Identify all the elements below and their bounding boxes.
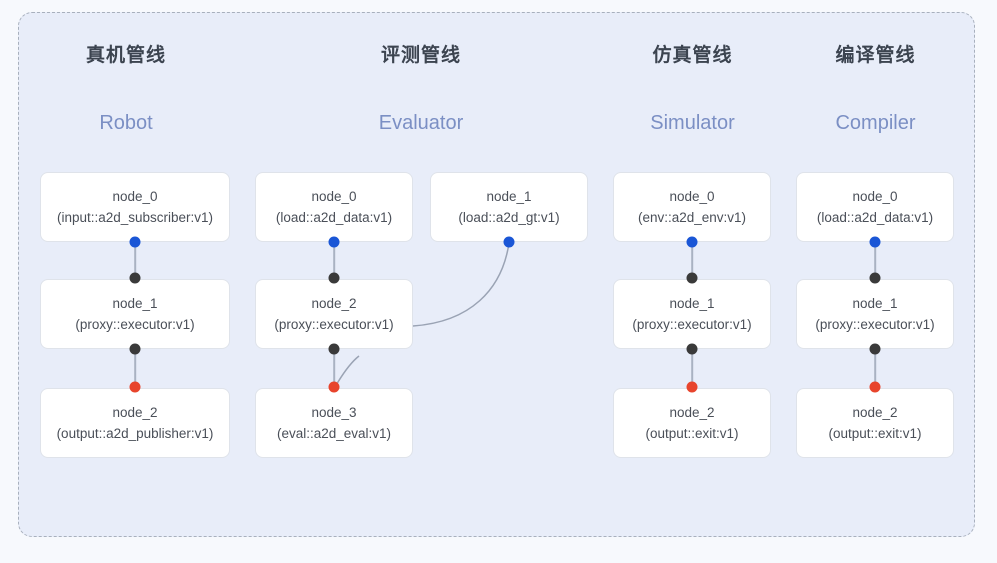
node-name: node_3: [311, 404, 357, 420]
node-name: node_1: [669, 295, 715, 311]
node-link: [874, 242, 876, 278]
column-title-evaluator: 评测管线: [380, 45, 461, 66]
node-link: [691, 242, 693, 278]
connector-dot-middle: [869, 272, 881, 284]
node-link: [333, 242, 335, 278]
node-name: node_0: [311, 188, 357, 204]
node-detail: (proxy::executor:v1): [815, 316, 935, 332]
connector-dot-input: [686, 236, 698, 248]
connector-dot-middle: [686, 343, 698, 355]
connector-dot-output: [686, 381, 698, 393]
column-subtitle-compiler: Compiler: [835, 112, 916, 134]
node-detail: (eval::a2d_eval:v1): [276, 425, 392, 441]
node-name: node_1: [852, 295, 898, 311]
connector-dot-input: [328, 236, 340, 248]
connector-dot-middle: [129, 272, 141, 284]
node-detail: (load::a2d_data:v1): [275, 209, 393, 225]
connector-dot-middle: [129, 343, 141, 355]
node-link: [134, 349, 136, 387]
connector-dot-output: [129, 381, 141, 393]
column-title-compiler: 编译管线: [835, 45, 916, 66]
connector-dot-output: [328, 381, 340, 393]
node-box[interactable]: node_2 (output::exit:v1): [613, 388, 771, 458]
node-name: node_2: [311, 295, 357, 311]
node-link: [874, 349, 876, 387]
node-name: node_2: [852, 404, 898, 420]
node-name: node_1: [112, 295, 158, 311]
connector-dot-output: [869, 381, 881, 393]
node-detail: (proxy::executor:v1): [632, 316, 752, 332]
node-detail: (load::a2d_data:v1): [816, 209, 934, 225]
connector-dot-middle: [328, 343, 340, 355]
column-title-simulator: 仿真管线: [652, 45, 733, 66]
column-title-robot: 真机管线: [85, 45, 166, 66]
node-detail: (load::a2d_gt:v1): [458, 209, 560, 225]
node-box[interactable]: node_0 (env::a2d_env:v1): [613, 172, 771, 242]
node-detail: (env::a2d_env:v1): [637, 209, 747, 225]
node-box[interactable]: node_1 (proxy::executor:v1): [613, 279, 771, 349]
node-detail: (output::a2d_publisher:v1): [56, 425, 214, 441]
diagram-frame: [18, 12, 975, 537]
node-box[interactable]: node_3 (eval::a2d_eval:v1): [255, 388, 413, 458]
node-box[interactable]: node_0 (load::a2d_data:v1): [796, 172, 954, 242]
connector-dot-middle: [869, 343, 881, 355]
node-name: node_2: [112, 404, 158, 420]
node-box[interactable]: node_1 (proxy::executor:v1): [40, 279, 230, 349]
node-box[interactable]: node_2 (output::exit:v1): [796, 388, 954, 458]
node-box[interactable]: node_2 (proxy::executor:v1): [255, 279, 413, 349]
connector-dot-middle: [686, 272, 698, 284]
node-box[interactable]: node_0 (input::a2d_subscriber:v1): [40, 172, 230, 242]
node-box[interactable]: node_2 (output::a2d_publisher:v1): [40, 388, 230, 458]
column-subtitle-simulator: Simulator: [650, 112, 735, 134]
node-box[interactable]: node_0 (load::a2d_data:v1): [255, 172, 413, 242]
node-detail: (output::exit:v1): [645, 425, 739, 441]
column-subtitle-robot: Robot: [99, 112, 153, 134]
node-name: node_0: [852, 188, 898, 204]
node-name: node_0: [669, 188, 715, 204]
node-name: node_2: [669, 404, 715, 420]
node-detail: (proxy::executor:v1): [75, 316, 195, 332]
column-subtitle-evaluator: Evaluator: [378, 112, 464, 134]
connector-dot-input: [869, 236, 881, 248]
node-detail: (input::a2d_subscriber:v1): [56, 209, 214, 225]
node-box[interactable]: node_1 (load::a2d_gt:v1): [430, 172, 588, 242]
node-detail: (proxy::executor:v1): [274, 316, 394, 332]
connector-dot-middle: [328, 272, 340, 284]
node-detail: (output::exit:v1): [828, 425, 922, 441]
connector-dot-input: [503, 236, 515, 248]
node-name: node_0: [112, 188, 158, 204]
connector-dot-input: [129, 236, 141, 248]
node-box[interactable]: node_1 (proxy::executor:v1): [796, 279, 954, 349]
node-link: [134, 242, 136, 278]
node-link: [691, 349, 693, 387]
node-name: node_1: [486, 188, 532, 204]
node-link: [333, 349, 335, 387]
